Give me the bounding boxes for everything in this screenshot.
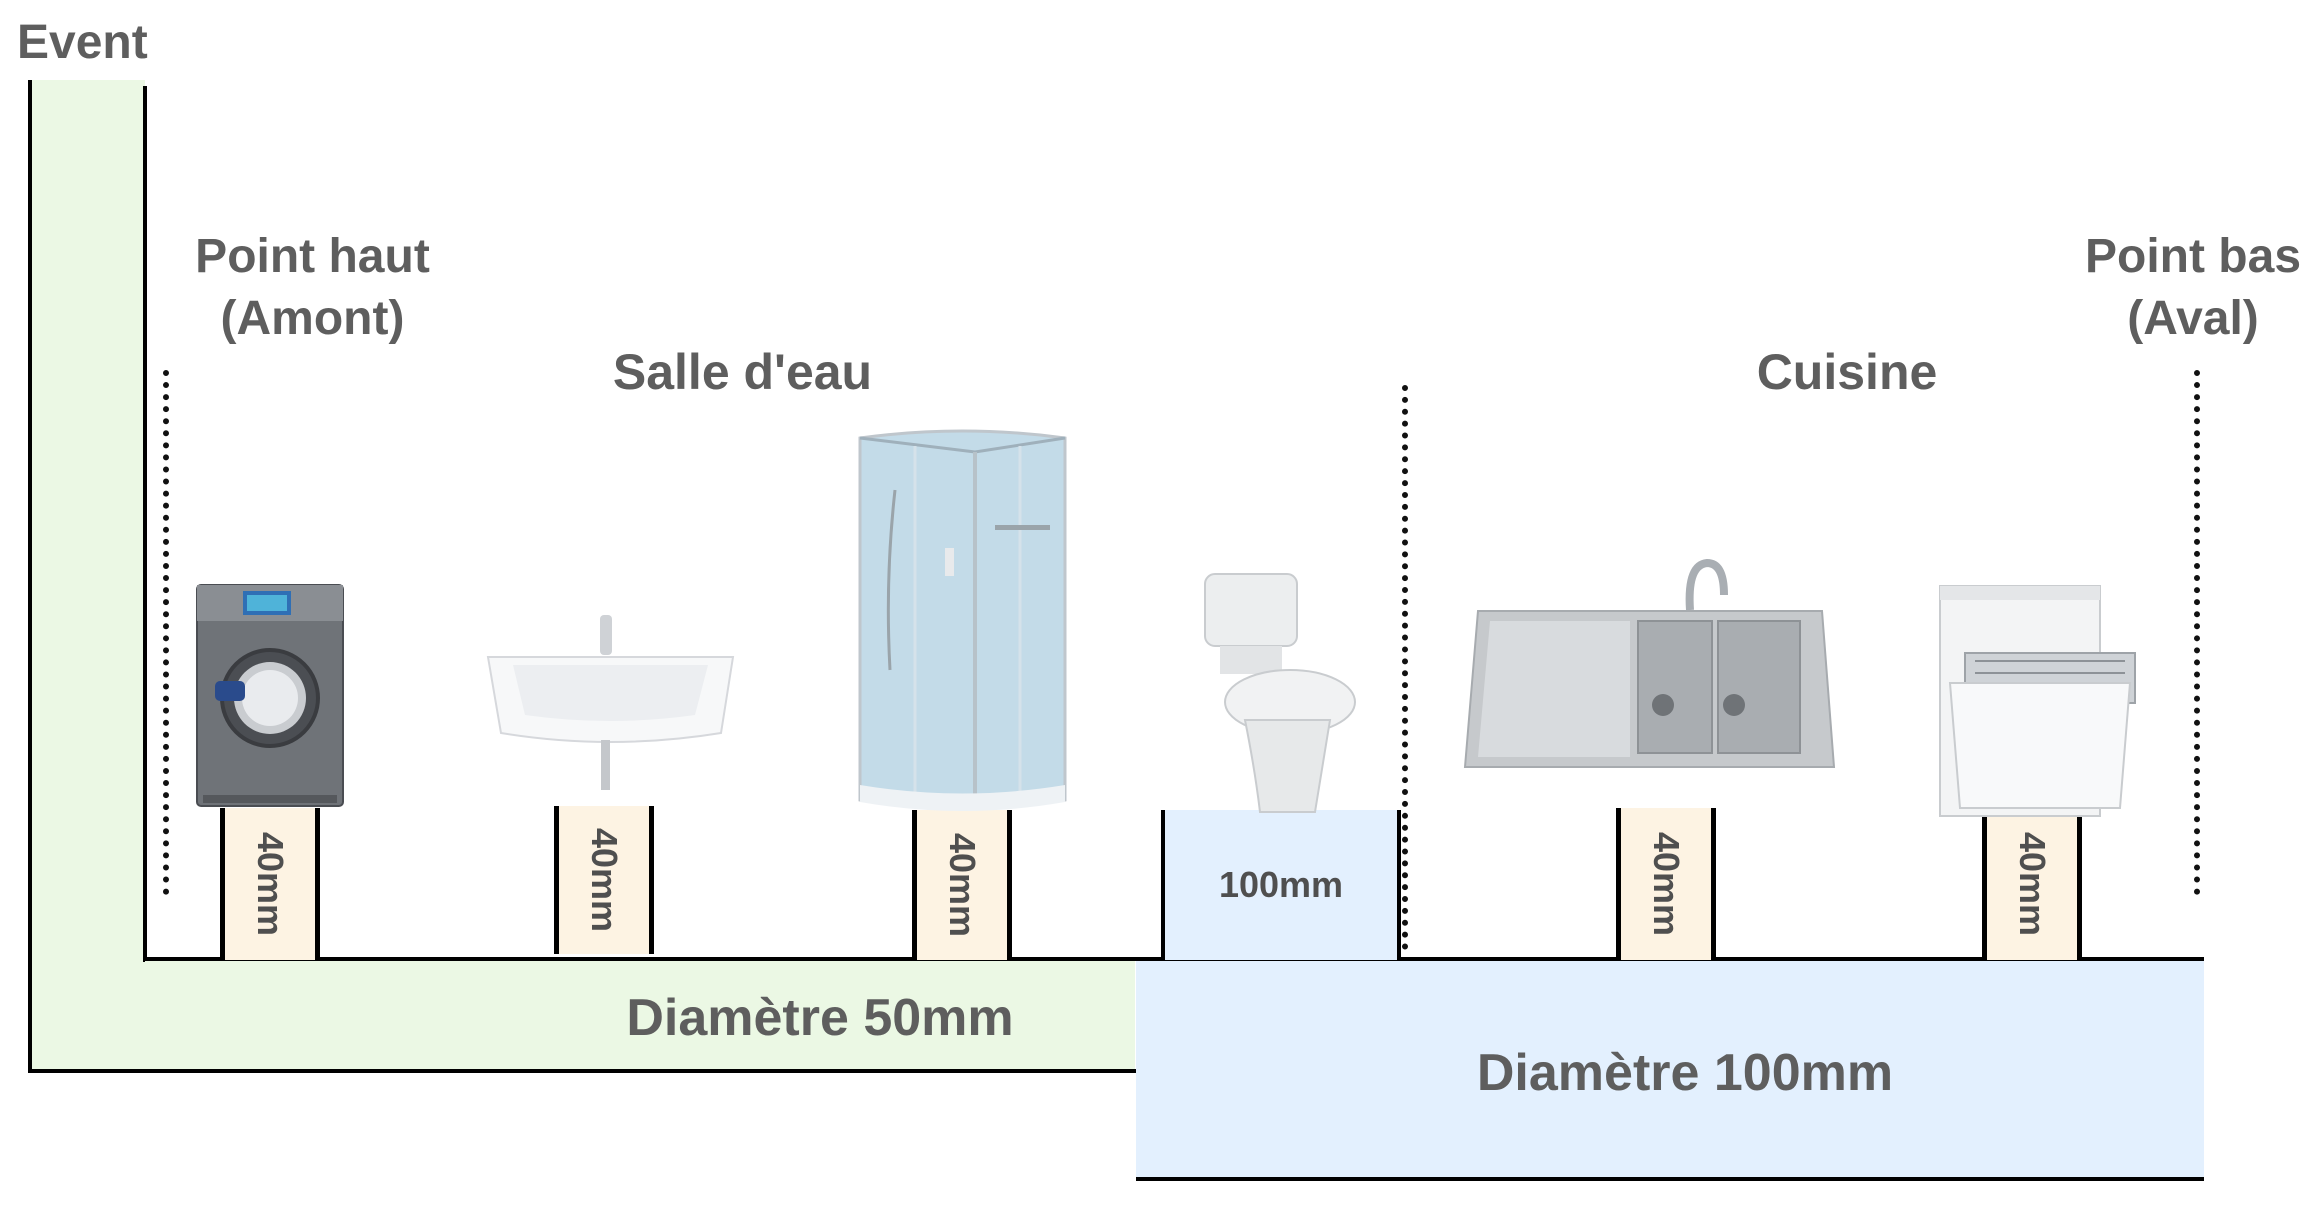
zone-cuisine-label: Cuisine xyxy=(1756,344,1938,400)
point-haut-line1: Point haut xyxy=(195,230,430,283)
kitchen-sink-icon xyxy=(1463,558,1836,768)
connector-toilet-label: 100mm xyxy=(1218,864,1344,905)
point-bas-label: Point bas (Aval) xyxy=(2068,226,2318,351)
vent-pipe xyxy=(30,80,145,1070)
pipe-50mm-top-wall xyxy=(143,957,1205,961)
washing-machine-icon xyxy=(196,584,344,807)
pipe-100mm-bottom-wall xyxy=(1136,1177,2204,1181)
connector-toilet: 100mm xyxy=(1161,810,1401,960)
connector-dishwasher-label: 40mm xyxy=(2012,831,2053,937)
connector-washing-machine: 40mm xyxy=(220,808,320,960)
pipe-50mm-label: Diamètre 50mm xyxy=(626,989,1014,1047)
pipe-100mm-label: Diamètre 100mm xyxy=(1476,1044,1894,1102)
shower-cabin-icon xyxy=(858,429,1067,811)
connector-shower: 40mm xyxy=(912,810,1012,960)
zone-separator-right xyxy=(2194,370,2200,895)
point-haut-line2: (Amont) xyxy=(220,292,405,346)
pipe-100mm xyxy=(1136,960,2204,1178)
point-bas-line2: (Aval) xyxy=(2127,292,2259,346)
connector-kitchen-sink: 40mm xyxy=(1616,808,1716,960)
pipe-50mm-bottom-wall xyxy=(28,1069,1136,1073)
connector-washing-machine-label: 40mm xyxy=(250,831,291,937)
point-haut-label: Point haut (Amont) xyxy=(170,226,455,351)
dishwasher-icon xyxy=(1939,585,2136,817)
zone-separator-middle xyxy=(1402,385,1408,950)
vent-left-wall xyxy=(28,80,32,1073)
connector-sink-label: 40mm xyxy=(584,827,625,933)
connector-sink: 40mm xyxy=(554,806,654,954)
zone-separator-left xyxy=(163,370,169,895)
connector-shower-label: 40mm xyxy=(942,832,983,938)
vent-right-wall xyxy=(143,86,147,962)
vent-label: Event xyxy=(17,16,148,69)
connector-kitchen-sink-label: 40mm xyxy=(1646,831,1687,937)
bathroom-sink-icon xyxy=(486,615,735,790)
toilet-icon xyxy=(1204,573,1356,813)
pipe-50mm xyxy=(145,960,1135,1070)
point-bas-line1: Point bas xyxy=(2084,230,2302,283)
zone-salle-deau-label: Salle d'eau xyxy=(612,344,873,400)
connector-dishwasher: 40mm xyxy=(1982,808,2082,960)
